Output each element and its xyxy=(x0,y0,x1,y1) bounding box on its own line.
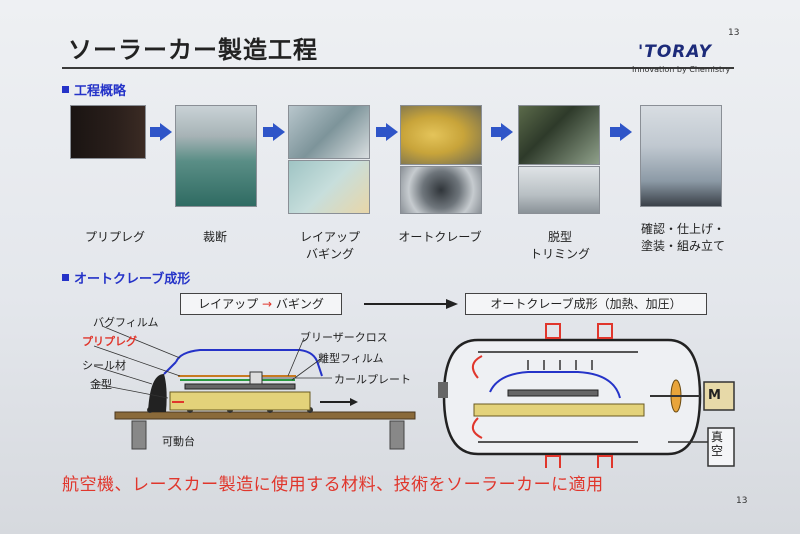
layup-diagram xyxy=(93,325,416,450)
page-number-bottom: 13 xyxy=(736,496,748,506)
title-rule xyxy=(62,67,734,69)
autoclave-box: オートクレーブ成形（加熱、加圧） xyxy=(465,293,707,315)
toray-logo: 'TORAY xyxy=(638,42,712,62)
step-label-finishing: 確認・仕上げ・塗装・組み立て xyxy=(628,221,738,255)
layup-text: レイアップ xyxy=(198,297,259,311)
layup-bagging-box: レイアップ → バギング xyxy=(180,293,342,315)
label-mold: 金型 xyxy=(90,378,112,391)
photo-finishing xyxy=(640,105,722,207)
label-prepreg: プリプレグ xyxy=(82,335,137,348)
photo-prepreg xyxy=(70,105,146,159)
step-label-finishing-line2: 塗装・組み立て xyxy=(640,239,725,253)
step-label-bagging: バギング xyxy=(305,247,354,261)
page-number-top: 13 xyxy=(728,28,740,38)
label-bag-film: バグフィルム xyxy=(93,316,159,329)
step-label-layup-bagging: レイアップバギング xyxy=(285,229,375,263)
bullet-square-icon xyxy=(62,274,69,281)
label-motor: M xyxy=(708,388,721,403)
logo-tagline: Innovation by Chemistry xyxy=(632,65,731,74)
step-label-layup: レイアップ xyxy=(299,230,360,244)
label-seal: シール材 xyxy=(82,359,126,372)
footer-message: 航空機、レースカー製造に使用する材料、技術をソーラーカーに適用 xyxy=(62,475,604,495)
slide-title: ソーラーカー製造工程 xyxy=(68,36,318,64)
section-autoclave-molding: オートクレーブ成形 xyxy=(62,268,190,287)
step-label-cutting: 裁断 xyxy=(202,230,227,244)
autoclave-diagram xyxy=(438,323,735,468)
photo-trimming xyxy=(518,166,600,214)
layup-arrow-text: → xyxy=(261,297,273,311)
photo-autoclave-exterior xyxy=(400,105,482,165)
label-breather: ブリーザークロス xyxy=(300,331,388,344)
label-vacuum: 真空 xyxy=(711,430,724,458)
label-release-film: 離型フィルム xyxy=(318,352,384,365)
photo-cutting xyxy=(175,105,257,207)
process-arrow-icon xyxy=(364,299,458,309)
step-label-autoclave: オートクレーブ xyxy=(398,230,482,244)
section-autoclave-molding-label: オートクレーブ成形 xyxy=(74,272,191,287)
section-process-overview: 工程概略 xyxy=(62,80,126,99)
photo-layup xyxy=(288,105,370,159)
label-movable-table: 可動台 xyxy=(162,435,195,448)
bullet-square-icon xyxy=(62,86,69,93)
section-process-overview-label: 工程概略 xyxy=(74,84,127,99)
photo-autoclave-interior xyxy=(400,166,482,214)
step-label-finishing-line1: 確認・仕上げ・ xyxy=(640,222,725,236)
step-label-demold: 脱型 xyxy=(547,230,572,244)
step-label-prepreg: プリプレグ xyxy=(84,230,145,244)
bagging-text: バギング xyxy=(275,297,324,311)
label-caul-plate: カールプレート xyxy=(334,373,411,386)
photo-bagging xyxy=(288,160,370,214)
step-label-demold-trim: 脱型トリミング xyxy=(515,229,605,263)
photo-demolding xyxy=(518,105,600,165)
step-label-trimming: トリミング xyxy=(529,247,590,261)
logo-text: TORAY xyxy=(644,42,712,62)
